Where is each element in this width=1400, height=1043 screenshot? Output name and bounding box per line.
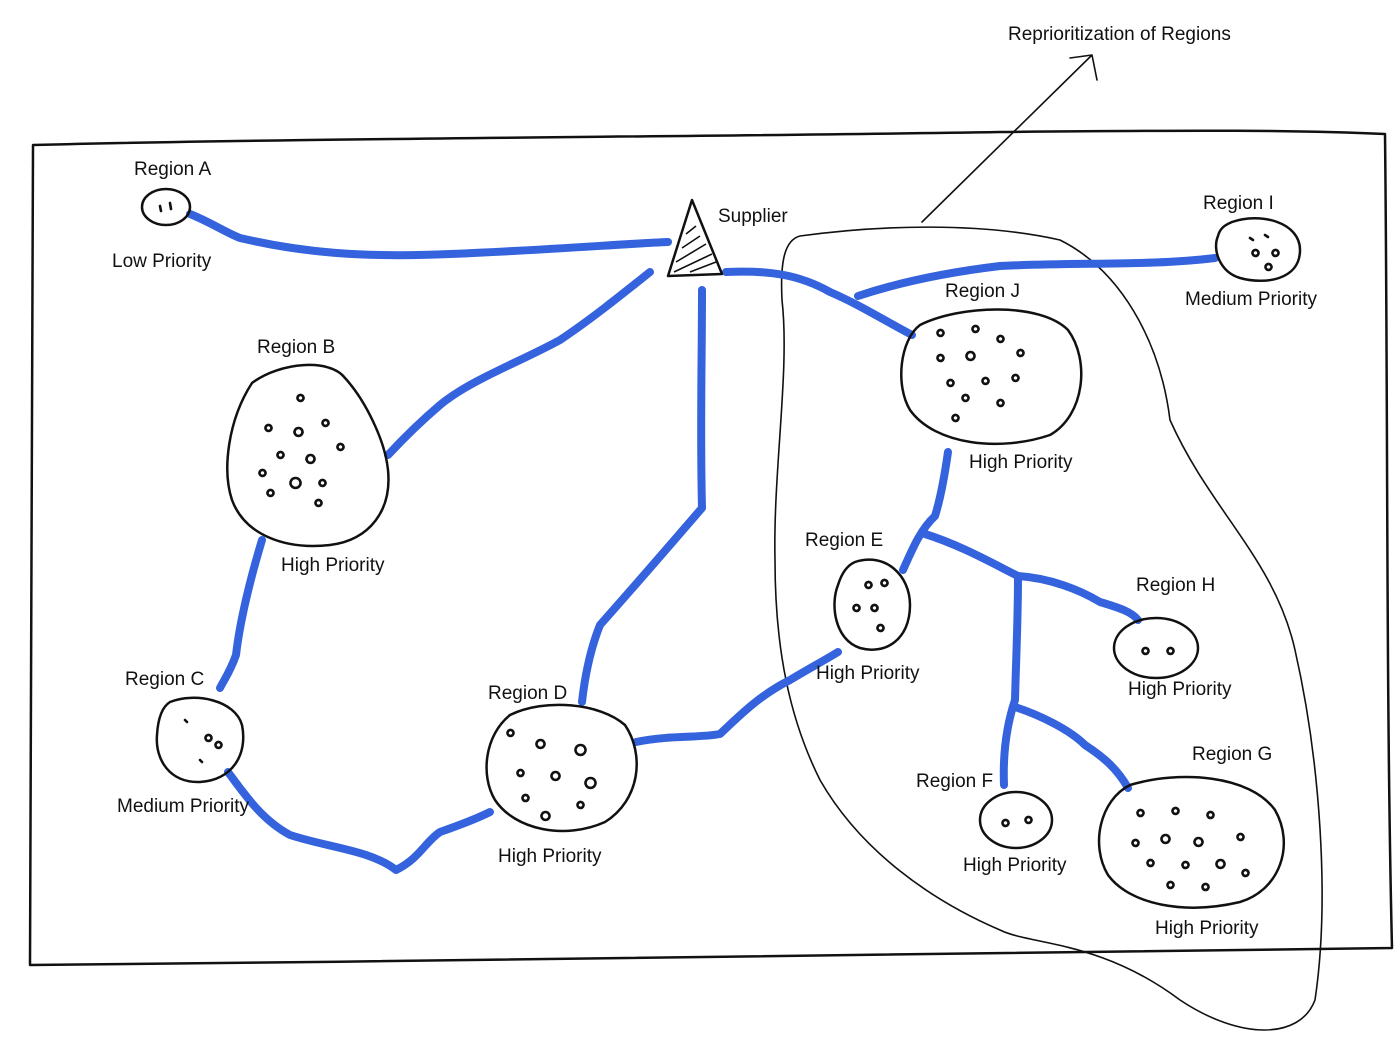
routes	[186, 210, 1219, 874]
supplier-node: Supplier	[666, 198, 788, 278]
region-g-name: Region G	[1192, 744, 1272, 765]
region-e-dots	[852, 578, 889, 633]
region-f-name: Region F	[916, 771, 993, 792]
map-border	[28, 129, 1394, 967]
region-a	[140, 187, 192, 227]
region-j	[900, 308, 1083, 446]
region-d-blob	[485, 703, 638, 833]
reprioritization-boundary	[774, 226, 1323, 1031]
region-d-priority: High Priority	[498, 846, 602, 867]
region-d-dots	[506, 728, 597, 822]
region-a-name: Region A	[134, 159, 211, 180]
route-supplier-d	[578, 286, 706, 706]
region-c-name: Region C	[125, 669, 204, 690]
region-b-priority: High Priority	[281, 555, 385, 576]
route-supplier-b	[384, 268, 654, 459]
region-h-priority: High Priority	[1128, 679, 1232, 700]
region-d-name: Region D	[488, 683, 567, 704]
route-supplier-i	[854, 254, 1219, 300]
region-j-dots	[936, 324, 1025, 423]
region-d	[485, 703, 638, 833]
region-j-blob	[900, 308, 1083, 446]
region-h-name: Region H	[1136, 575, 1215, 596]
region-f-dots	[1001, 815, 1033, 828]
supplier-label: Supplier	[718, 206, 788, 227]
region-j-priority: High Priority	[969, 452, 1073, 473]
annotation-arrow	[921, 54, 1098, 223]
route-c-d	[224, 768, 494, 874]
region-a-blob	[140, 187, 192, 227]
region-b-dots	[258, 393, 345, 508]
region-a-dots	[158, 201, 173, 213]
region-i-name: Region I	[1203, 193, 1274, 214]
region-g-blob	[1097, 775, 1285, 909]
route-supplier-a	[186, 210, 672, 260]
region-b-name: Region B	[257, 337, 335, 358]
region-e-name: Region E	[805, 530, 883, 551]
region-i-priority: Medium Priority	[1185, 289, 1317, 310]
region-e-priority: High Priority	[816, 663, 920, 684]
region-f-blob	[978, 790, 1054, 850]
route-branch	[921, 530, 1142, 792]
region-c-blob	[155, 696, 245, 784]
region-a-priority: Low Priority	[112, 251, 212, 272]
region-i-dots	[1248, 233, 1280, 272]
region-b-blob	[226, 363, 390, 548]
region-j-name: Region J	[945, 281, 1020, 302]
region-f	[978, 790, 1054, 850]
region-b	[226, 363, 390, 548]
route-d-e	[632, 648, 842, 746]
supplier-triangle-icon	[666, 198, 724, 278]
region-c	[155, 696, 245, 784]
supplier-hatch	[673, 225, 717, 273]
region-c-priority: Medium Priority	[117, 796, 249, 817]
region-g-priority: High Priority	[1155, 918, 1259, 939]
region-g	[1097, 775, 1285, 909]
route-b-c	[216, 536, 266, 692]
route-j-e	[899, 448, 952, 574]
region-i-blob	[1214, 217, 1302, 282]
region-e-blob	[833, 558, 912, 651]
region-f-priority: High Priority	[963, 855, 1067, 876]
route-supplier-j	[722, 267, 916, 339]
region-g-dots	[1131, 806, 1250, 892]
region-h	[1112, 616, 1200, 680]
region-i	[1214, 217, 1302, 282]
region-c-dots	[183, 718, 223, 764]
annotation-label: Reprioritization of Regions	[1008, 24, 1231, 45]
region-e	[833, 558, 912, 651]
region-h-dots	[1141, 646, 1175, 656]
region-h-blob	[1112, 616, 1200, 680]
